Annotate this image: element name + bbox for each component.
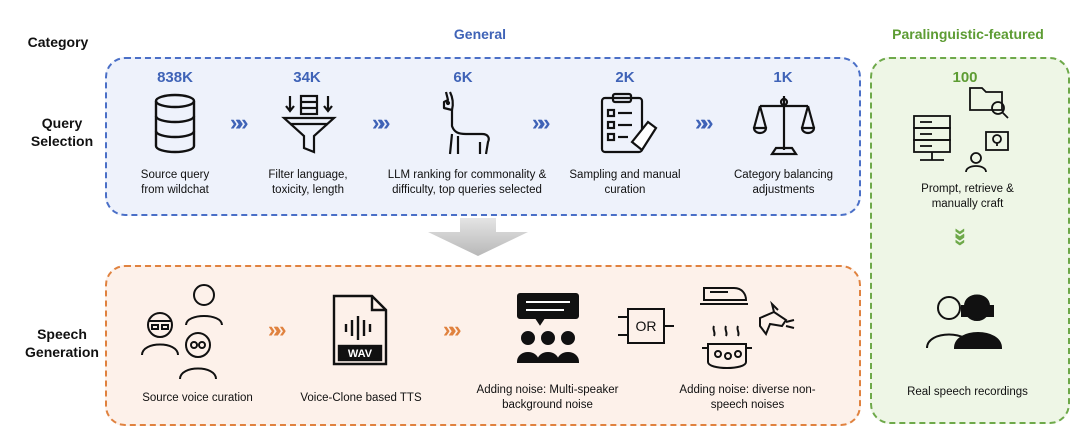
chevron-down-icon: »» [949,227,975,241]
query-step-caption: LLM ranking for commonality & difficulty… [387,169,547,196]
clipboard-checklist-icon [600,92,658,154]
speech-step-caption: Adding noise: diverse non- speech noises [679,384,816,411]
person-idea-icon [965,131,1009,173]
database-icon [154,93,196,154]
speech-step-caption: Adding noise: Multi-speaker background n… [476,384,619,411]
balance-scale-icon [752,96,816,156]
paralinguistic-label: Paralinguistic-featured [892,26,1044,42]
speech-generation-panel [105,265,861,426]
paralinguistic-caption-bottom: Real speech recordings [907,386,1028,398]
query-step-caption: Category balancing adjustments [733,169,834,196]
speaker-people-icon [141,284,223,380]
chevron-right-icon: »» [695,110,714,135]
or-label: OR [636,318,657,334]
folder-search-icon [969,87,1009,119]
general-label: General [453,26,507,42]
headset-speaker-icon [926,294,1003,349]
speech-step-caption: Voice-Clone based TTS [300,392,422,404]
query-step-caption: Sampling and manual curation [569,169,681,196]
query-step-count: 2K [615,69,635,86]
chevron-right-icon: »» [230,110,249,135]
paralinguistic-count: 100 [952,69,978,86]
down-arrow-icon [428,218,528,256]
general-query-panel [105,57,861,216]
chevron-right-icon: »» [268,317,287,342]
chevron-right-icon: »» [443,317,462,342]
chevron-right-icon: »» [372,110,391,135]
wav-file-icon: WAV [332,294,388,366]
or-gate-icon: OR [618,308,674,344]
llama-icon [442,91,490,155]
wav-label: WAV [348,348,373,360]
speech-step-caption: Source voice curation [142,392,253,404]
paralinguistic-caption-top: Prompt, retrieve & manually craft [921,183,1014,210]
query-step-count: 6K [453,69,473,86]
row-label-query-selection: Query Selection [30,115,94,149]
crowd-speech-icon [516,293,580,363]
query-step-count: 1K [773,69,793,86]
filter-funnel-icon [281,94,337,154]
query-step-count: 838K [157,69,193,86]
server-icon [913,115,951,161]
query-step-count: 34K [293,69,321,86]
query-step-caption: Filter language, toxicity, length [268,169,348,196]
noise-sources-icon [700,287,795,369]
chevron-right-icon: »» [532,110,551,135]
row-label-speech-generation: Speech Generation [25,326,99,360]
paralinguistic-panel [870,57,1070,424]
category-label: Category [27,34,89,50]
query-step-caption: Source query from wildchat [140,169,210,196]
